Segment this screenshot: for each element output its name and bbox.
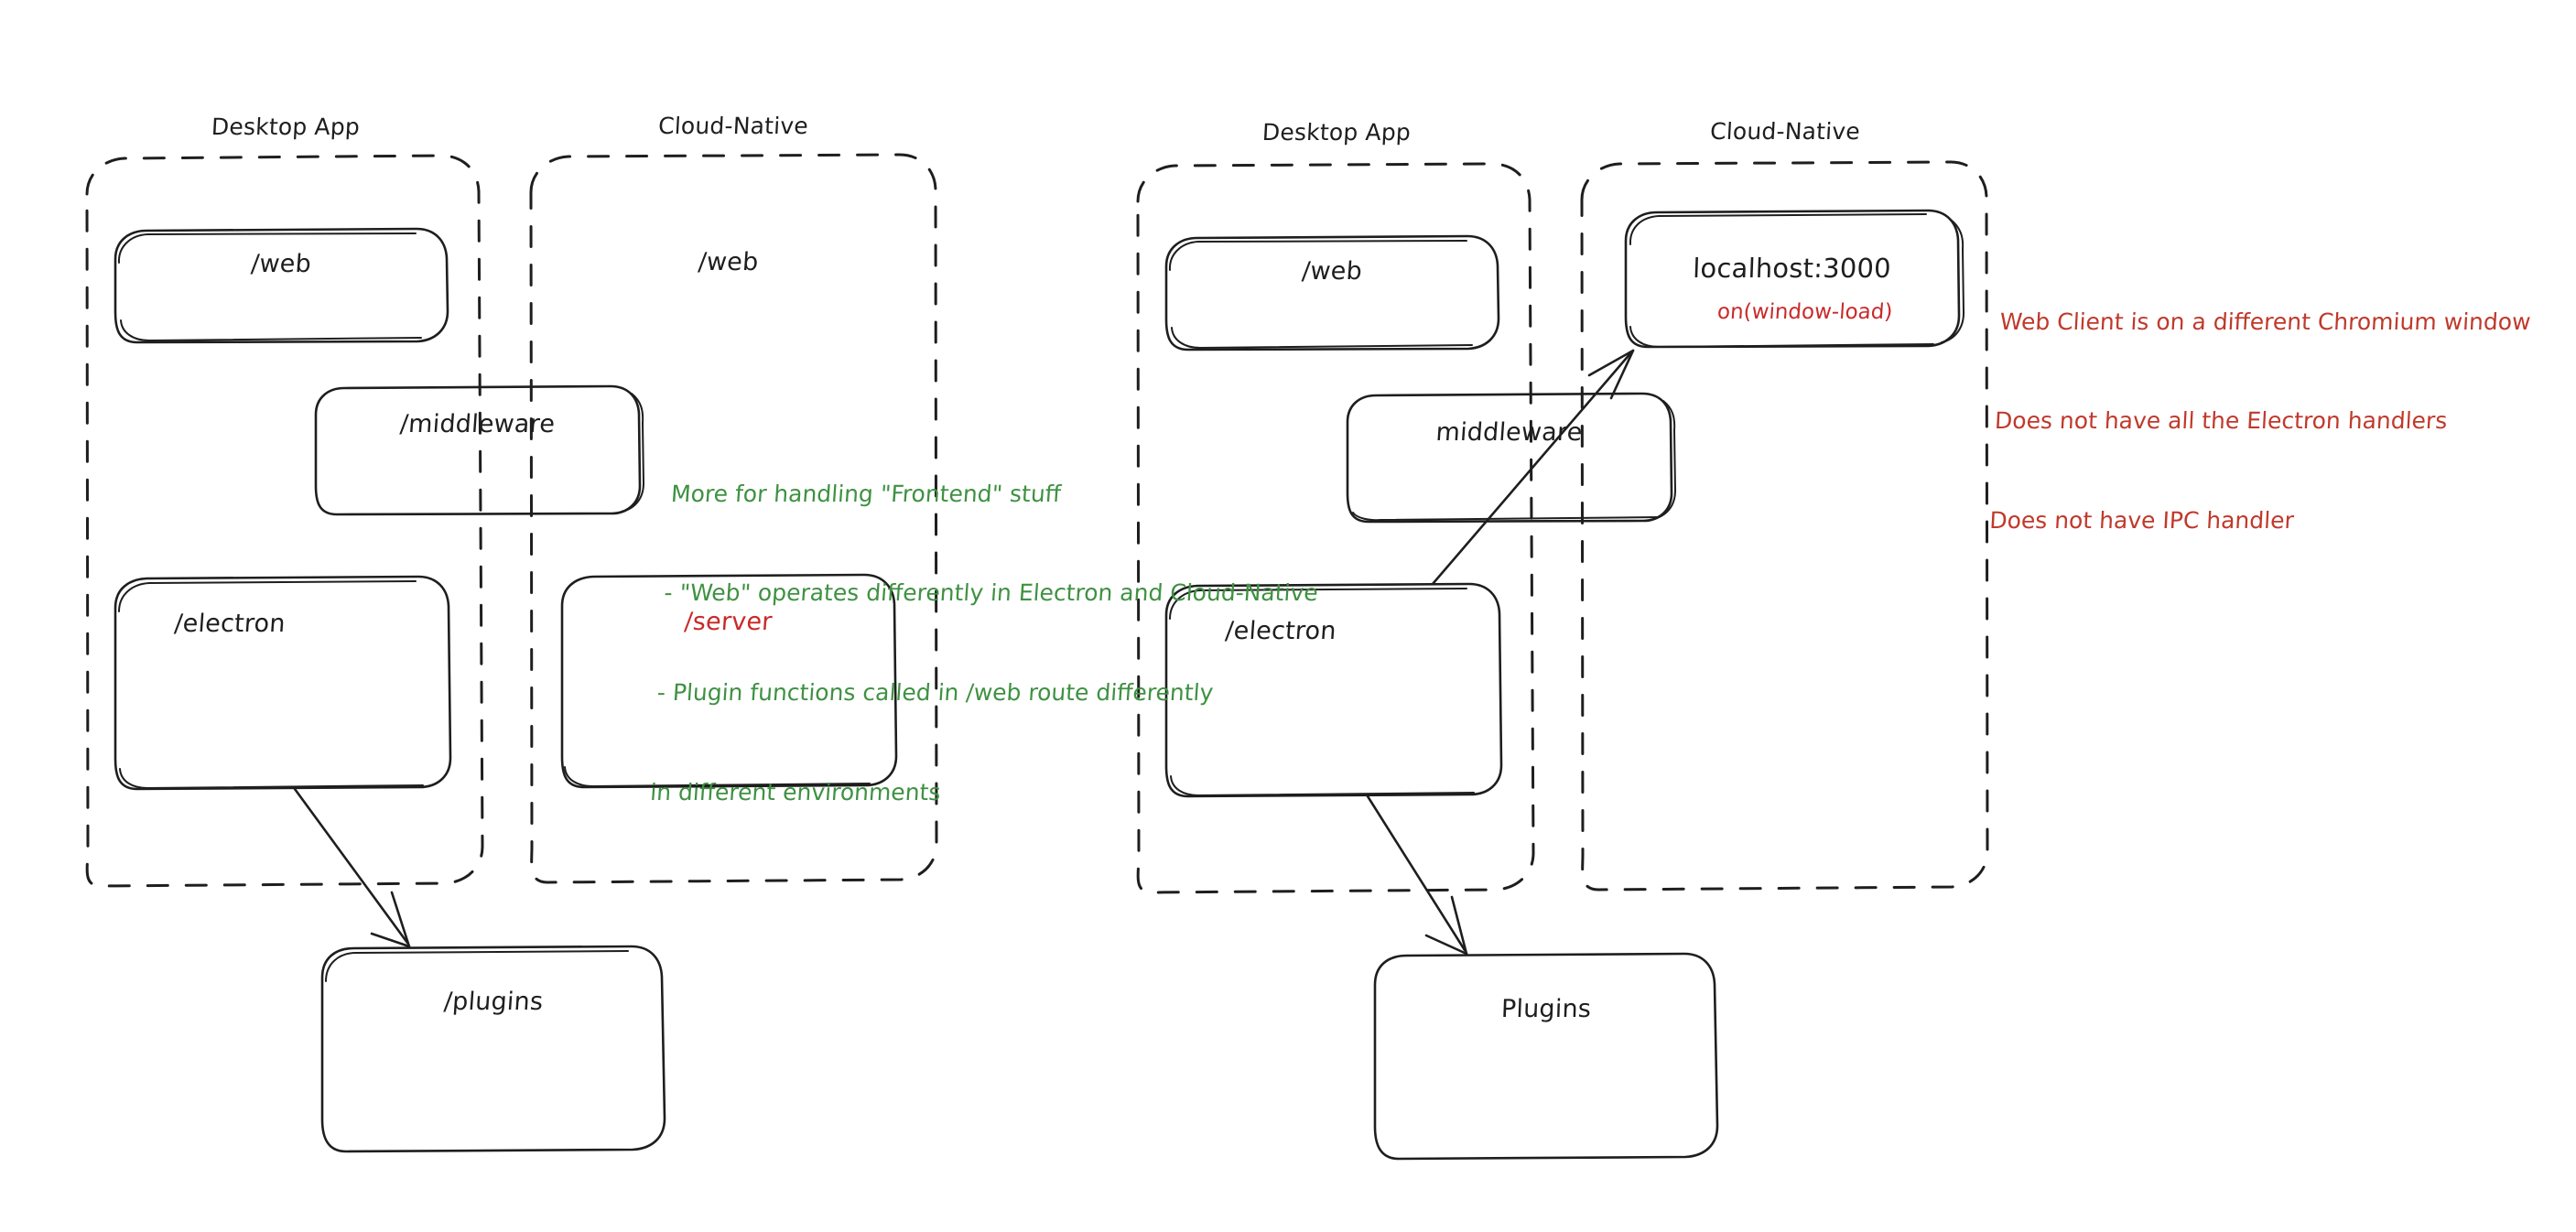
box-server-left [560, 573, 898, 789]
note-red-line-3: Does not have IPC handler [1988, 507, 2295, 534]
arrow-right-electron-to-plugins [1366, 794, 1468, 956]
note-green-line-3: - Plugin functions called in /web route … [655, 679, 1215, 706]
box-web-left-desktop [114, 227, 449, 344]
box-web-right-desktop [1164, 234, 1500, 351]
box-middleware-right [1346, 392, 1676, 524]
box-label-plugins-right: Plugins [1500, 995, 1592, 1023]
group-desktop-app-left [85, 154, 484, 888]
note-red: Web Client is on a different Chromium wi… [1987, 239, 2536, 571]
group-cloud-native-right [1580, 160, 1989, 892]
note-red-line-2: Does not have all the Electron handlers [1994, 407, 2449, 435]
box-plugins-right [1373, 952, 1719, 1161]
note-green: More for handling "Frontend" stuff - "We… [647, 411, 1331, 842]
box-localhost-3000 [1624, 209, 1964, 349]
box-electron-left [114, 575, 452, 791]
group-title-desktop-app-right: Desktop App [1261, 119, 1412, 146]
box-label-plugins-left: /plugins [442, 988, 545, 1016]
group-title-cloud-native-left: Cloud-Native [657, 113, 809, 139]
arrow-right-electron-to-localhost [1431, 349, 1635, 586]
box-label-middleware-right: middleware [1434, 418, 1584, 447]
note-green-line-2: - "Web" operates differently in Electron… [663, 579, 1319, 607]
group-title-desktop-app-left: Desktop App [211, 113, 361, 140]
box-middleware-left [314, 384, 644, 516]
note-green-line-4: in different environments [649, 778, 942, 805]
box-plugins-left [320, 945, 666, 1153]
box-label-web-left-cloud-native: /web [697, 248, 760, 276]
arrow-left-electron-to-plugins [293, 787, 411, 948]
box-label-web-left-desktop: /web [250, 250, 312, 278]
box-electron-right [1164, 582, 1503, 798]
note-green-line-1: More for handling "Frontend" stuff [670, 480, 1063, 507]
box-sublabel-on-window-load: on(window-load) [1716, 300, 1894, 324]
note-red-line-1: Web Client is on a different Chromium wi… [1999, 308, 2532, 335]
group-cloud-native-left [529, 153, 938, 884]
box-label-middleware-left: /middleware [398, 410, 557, 438]
box-label-localhost-3000: localhost:3000 [1692, 253, 1892, 284]
box-label-electron-left: /electron [173, 610, 287, 638]
group-desktop-app-right [1136, 162, 1535, 894]
group-title-cloud-native-right: Cloud-Native [1709, 118, 1861, 145]
box-label-web-right-desktop: /web [1301, 257, 1363, 286]
